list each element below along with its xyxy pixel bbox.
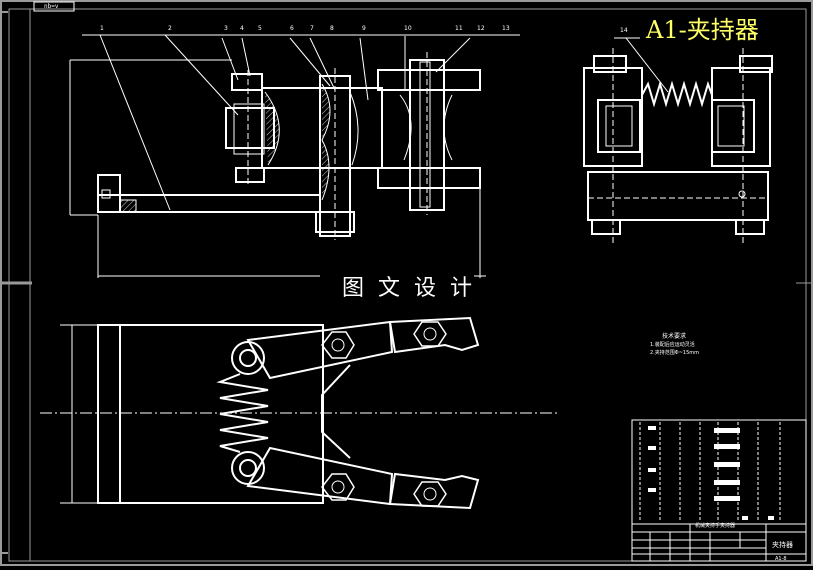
base-block xyxy=(97,174,121,213)
title-block-code: A1-8 xyxy=(775,556,787,562)
front-view xyxy=(69,34,520,278)
part-label: 12 xyxy=(477,25,485,32)
title-block xyxy=(631,419,807,562)
top-view xyxy=(40,316,560,510)
side-base xyxy=(587,171,769,221)
part-label: 2 xyxy=(168,25,172,32)
bolt-left-head xyxy=(231,73,263,91)
side-view xyxy=(583,37,773,246)
technical-notes: 技术要求 1.装配后应运动灵活 2.夹持范围Φ~15mm xyxy=(650,333,699,357)
title-block-name: 夹持器 xyxy=(772,541,793,549)
part-label: 7 xyxy=(310,25,314,32)
part-label: 11 xyxy=(455,25,463,32)
part-label: 14 xyxy=(620,27,628,34)
part-label: 3 xyxy=(224,25,228,32)
part-label: 9 xyxy=(362,25,366,32)
watermark-text: 图文设计 xyxy=(342,276,487,301)
jaw-bolt-top xyxy=(377,69,481,91)
corner-label: nb=v xyxy=(44,3,59,10)
title-block-drawing-title: 机械夹持手夹持器 xyxy=(695,523,736,529)
top-spring xyxy=(216,373,269,453)
part-label: 1 xyxy=(100,25,104,32)
part-label: 13 xyxy=(502,25,510,32)
base-hatch xyxy=(119,199,137,213)
notes-line: 2.夹持范围Φ~15mm xyxy=(650,350,699,356)
notes-line: 1.装配后应运动灵活 xyxy=(650,342,695,348)
part-label: 4 xyxy=(240,25,244,32)
part-number-labels: 1 2 3 4 5 6 7 8 9 10 11 12 13 14 xyxy=(100,25,628,34)
notes-heading: 技术要求 xyxy=(662,333,687,340)
part-label: 6 xyxy=(290,25,294,32)
top-base xyxy=(97,324,324,504)
part-label: 10 xyxy=(404,25,412,32)
part-label: 5 xyxy=(258,25,262,32)
lower-lever xyxy=(246,446,394,506)
upper-lever xyxy=(246,320,394,380)
side-spring xyxy=(641,80,713,108)
drawing-title: A1-夹持器 xyxy=(646,16,759,44)
part-label: 8 xyxy=(330,25,334,32)
